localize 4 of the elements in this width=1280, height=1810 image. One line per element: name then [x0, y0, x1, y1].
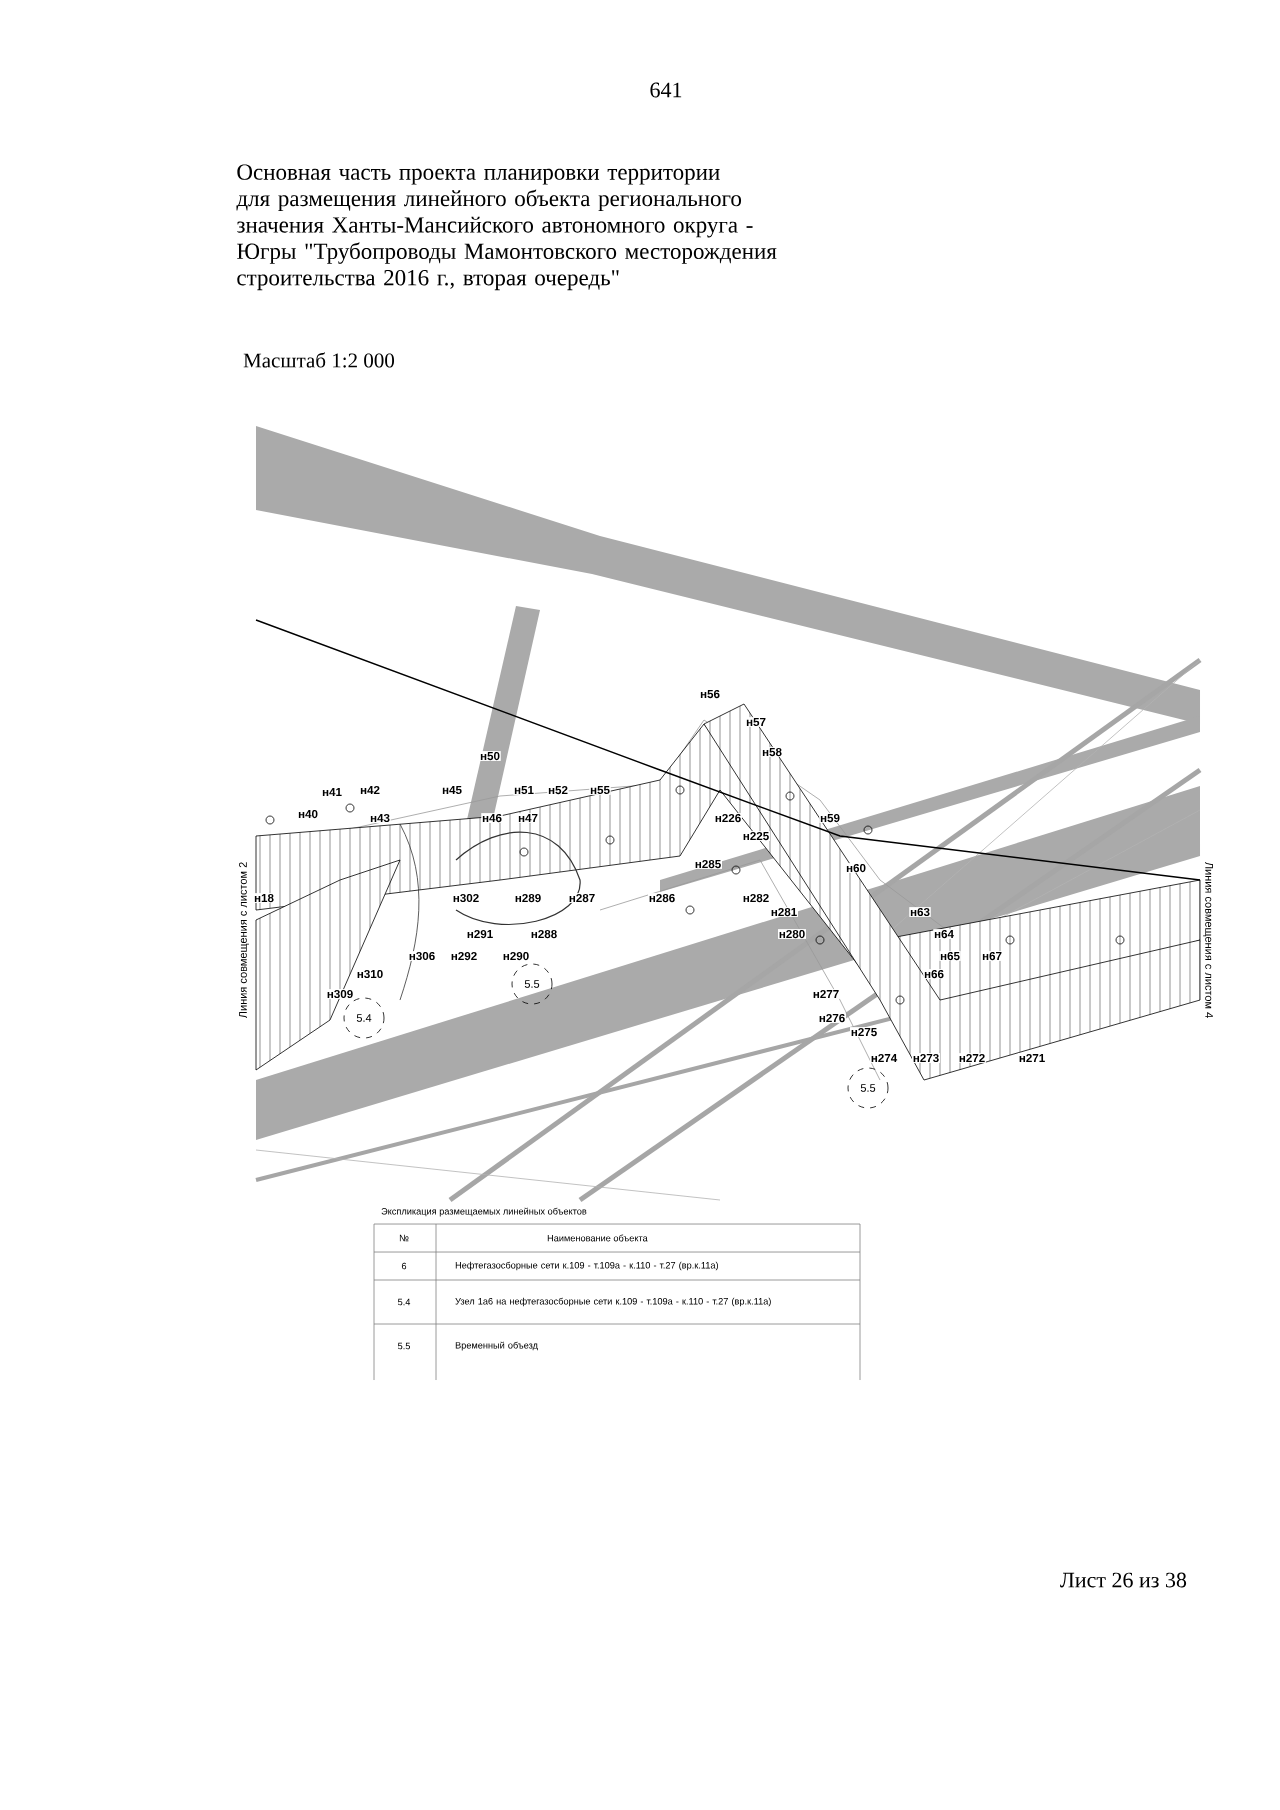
sheet-number: Лист 26 из 38 [1060, 1572, 1187, 1588]
title-text: Основная часть проекта планировки территории для размещения линейного объекта регионального значения Ханты-Мансийского автономного округа - Югры "Трубопроводы Мамонтовского месторождения строительства 2016 г., вторая очередь" [236, 164, 777, 291]
scale-text: Масштаб 1:2 000 [243, 352, 395, 368]
page-number: 641 [650, 82, 682, 98]
